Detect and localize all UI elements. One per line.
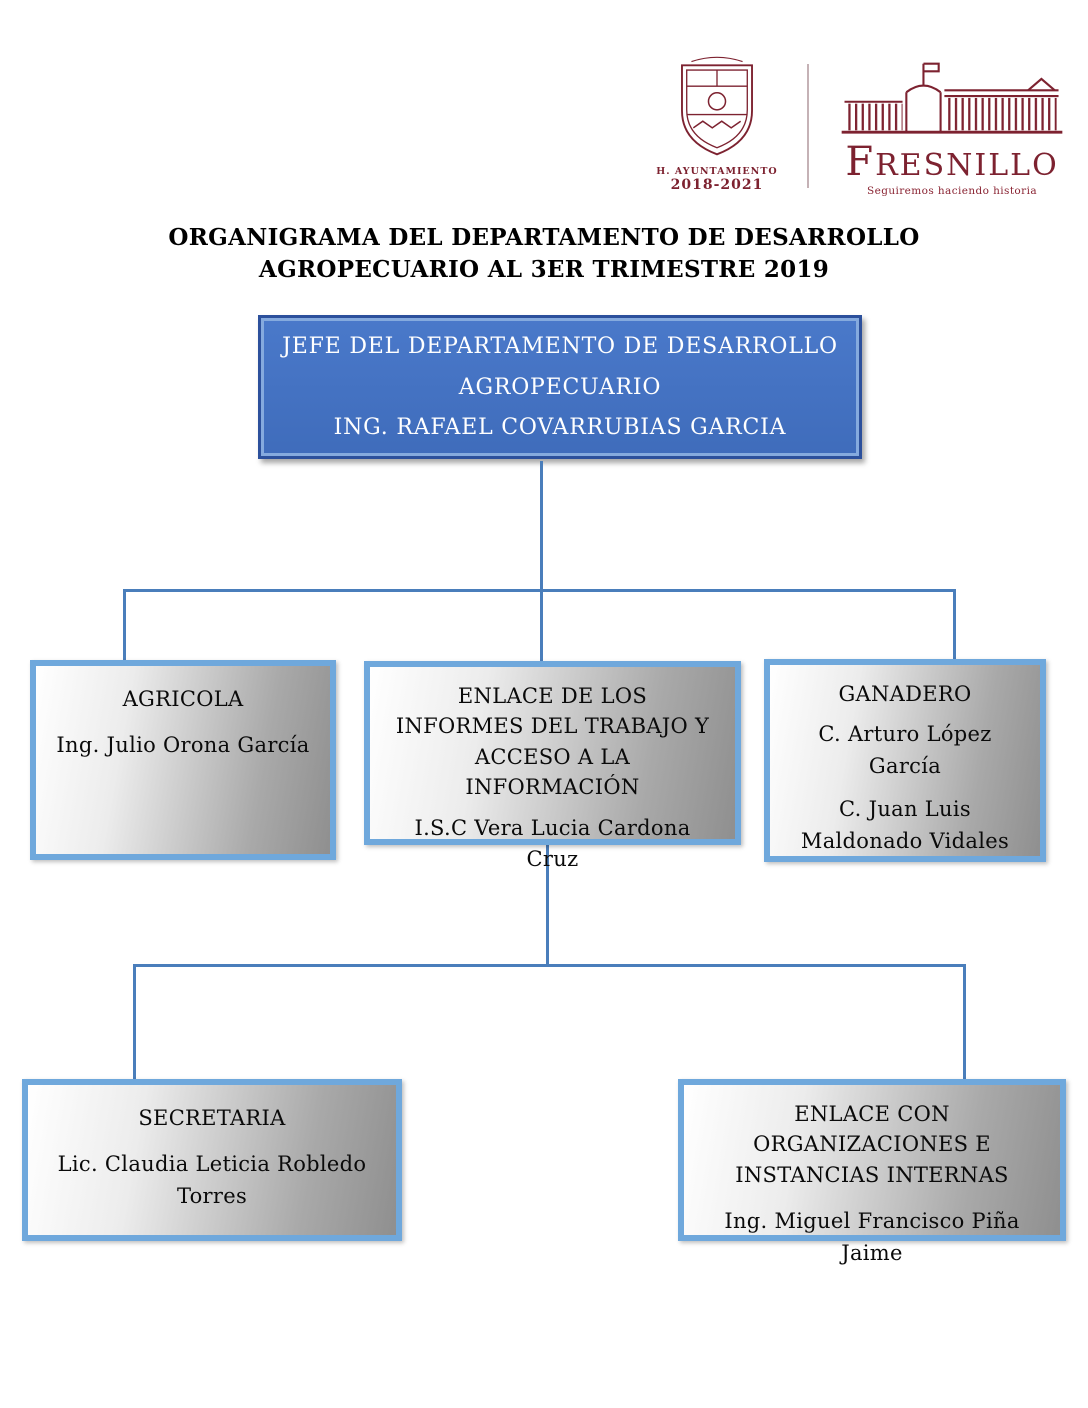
connector-level1-bar	[123, 589, 956, 592]
brand-name: FRESNILLO	[845, 139, 1059, 185]
secretaria-title: SECRETARIA	[138, 1106, 286, 1130]
org-box-jefe: JEFE DEL DEPARTAMENTO DE DESARROLLO AGRO…	[258, 315, 862, 459]
enlace-informes-name: I.S.C Vera Lucia Cardona Cruz	[414, 815, 691, 872]
ganadero-name-1: C. Arturo López García	[818, 722, 992, 778]
connector-level2-bar	[133, 964, 966, 967]
agricola-name: Ing. Julio Orona García	[56, 733, 310, 758]
enlace-informes-title: ENLACE DE LOS INFORMES DEL TRABAJO Y ACC…	[395, 684, 710, 800]
ganadero-title: GANADERO	[838, 682, 972, 706]
connector-enlace-stem	[546, 845, 549, 967]
enlace-organizaciones-name: Ing. Miguel Francisco Piña Jaime	[724, 1209, 1020, 1265]
jefe-title-line2: AGROPECUARIO	[458, 374, 662, 400]
ganadero-name-2: C. Juan Luis Maldonado Vidales	[800, 797, 1010, 853]
org-box-enlace-informes: ENLACE DE LOS INFORMES DEL TRABAJO Y ACC…	[364, 661, 741, 871]
jefe-name: ING. RAFAEL COVARRUBIAS GARCIA	[333, 415, 787, 441]
crest-caption-line1: H. AYUNTAMIENTO	[656, 166, 778, 177]
org-box-ganadero: GANADERO C. Arturo López García C. Juan …	[764, 659, 1046, 862]
connector-drop-secretaria	[133, 964, 136, 1081]
connector-drop-enlace-informes	[540, 589, 543, 662]
crest-caption-line2: 2018-2021	[670, 177, 764, 193]
fresnillo-logo: FRESNILLO Seguiremos haciendo historia	[832, 58, 1072, 197]
org-box-agricola: AGRICOLA Ing. Julio Orona García	[30, 660, 336, 860]
connector-drop-ganadero	[953, 589, 956, 662]
org-box-secretaria: SECRETARIA Lic. Claudia Leticia Robledo …	[22, 1079, 402, 1241]
jefe-title-line1: JEFE DEL DEPARTAMENTO DE DESARROLLO	[282, 333, 838, 359]
org-box-enlace-organizaciones: ENLACE CON ORGANIZACIONES E INSTANCIAS I…	[678, 1079, 1066, 1265]
municipal-crest-icon	[681, 56, 753, 156]
connector-root-stem	[540, 461, 543, 591]
connector-drop-agricola	[123, 589, 126, 662]
enlace-organizaciones-title: ENLACE CON ORGANIZACIONES E INSTANCIAS I…	[735, 1102, 1009, 1187]
brand-tagline: Seguiremos haciendo historia	[867, 185, 1037, 197]
secretaria-name: Lic. Claudia Leticia Robledo Torres	[57, 1152, 367, 1208]
connector-drop-enlace-organizaciones	[963, 964, 966, 1081]
page-title-line2: AGROPECUARIO AL 3ER TRIMESTRE 2019	[258, 256, 830, 284]
municipal-crest: H. AYUNTAMIENTO 2018-2021	[656, 54, 778, 193]
fresnillo-building-icon	[841, 62, 1063, 134]
agricola-title: AGRICOLA	[122, 687, 244, 711]
page-title: ORGANIGRAMA DEL DEPARTAMENTO DE DESARROL…	[0, 222, 1088, 286]
logo-divider	[807, 64, 809, 188]
page-title-line1: ORGANIGRAMA DEL DEPARTAMENTO DE DESARROL…	[168, 224, 920, 251]
